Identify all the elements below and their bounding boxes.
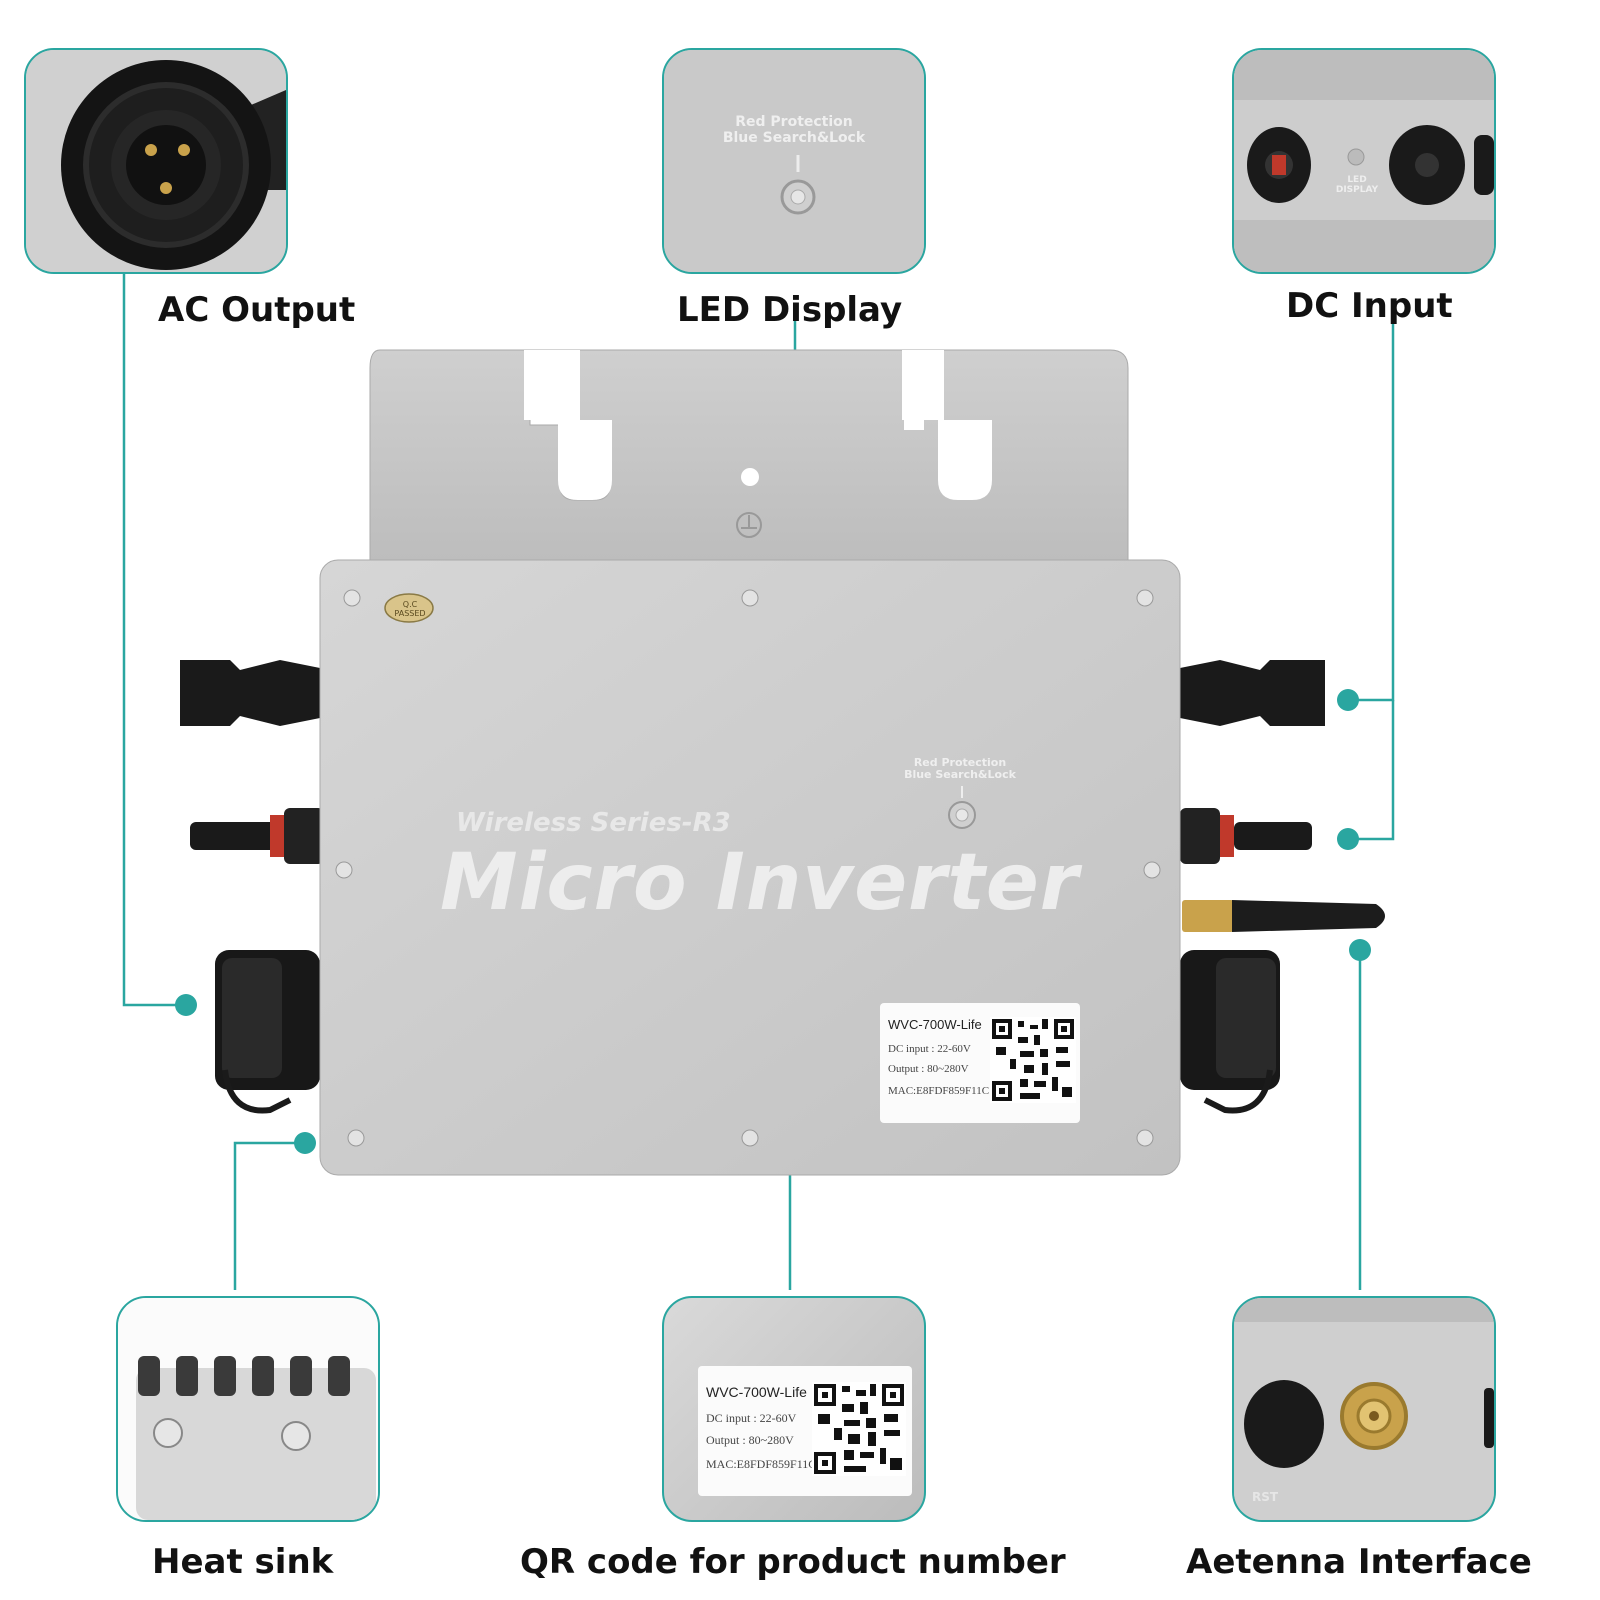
ac-output-callout [24, 48, 288, 274]
antenna-callout: RST [1232, 1296, 1496, 1522]
dc-input-connector-icon [1234, 50, 1494, 272]
ac-output-connector-icon [26, 50, 286, 272]
dc-input-dot-2 [1337, 828, 1359, 850]
left-connectors [180, 660, 324, 1114]
led-display-small-text: LED DISPLAY [1335, 175, 1379, 195]
mac-text: MAC:E8FDF859F11C [888, 1085, 990, 1097]
led-line-1: Red Protection [913, 756, 1007, 769]
right-connectors [1180, 660, 1385, 1114]
dc-input-text: DC input : 22-60V [888, 1043, 971, 1055]
heat-sink-callout [116, 1296, 380, 1522]
series-watermark: Wireless Series-R3 [456, 808, 731, 838]
antenna-dot [1349, 939, 1371, 961]
qc-badge: Q.C PASSED [394, 600, 426, 618]
qr-closeup-mac: MAC:E8FDF859F11C [706, 1457, 817, 1471]
product-label-sticker: WVC-700W-Life DC input : 22-60V Output :… [880, 1003, 1080, 1123]
dc-input-callout: LED DISPLAY [1232, 48, 1496, 274]
qr-closeup-model: WVC-700W-Life [706, 1384, 807, 1400]
heat-sink-dot [294, 1132, 316, 1154]
qr-closeup-sticker: WVC-700W-Life DC input : 22-60V Output :… [698, 1366, 912, 1496]
led-closeup-line-1: Red Protection [735, 114, 853, 130]
heat-sink-icon [118, 1298, 378, 1520]
qr-closeup-dc: DC input : 22-60V [706, 1411, 797, 1425]
qr-code-label: QR code for product number [520, 1542, 1066, 1582]
led-closeup-icon [664, 50, 924, 272]
antenna-connector-icon [1234, 1298, 1494, 1520]
led-display-label: LED Display [677, 290, 903, 330]
qr-code-callout: WVC-700W-Life DC input : 22-60V Output :… [662, 1296, 926, 1522]
led-protection-text: Red Protection Blue Search&Lock [880, 757, 1040, 781]
antenna-label: Aetenna Interface [1186, 1542, 1532, 1582]
led-closeup-line-2: Blue Search&Lock [722, 130, 866, 146]
output-text: Output : 80~280V [888, 1063, 969, 1075]
dc-input-dot-1 [1337, 689, 1359, 711]
led-display-callout: Red Protection Blue Search&Lock [662, 48, 926, 274]
qr-closeup-output: Output : 80~280V [706, 1433, 794, 1447]
qr-code [990, 1017, 1076, 1103]
rst-text: RST [1252, 1490, 1279, 1504]
dc-input-label: DC Input [1286, 286, 1453, 326]
ac-output-dot [175, 994, 197, 1016]
model-text: WVC-700W-Life [888, 1017, 982, 1032]
qr-closeup-code [812, 1382, 906, 1476]
heat-sink-label: Heat sink [152, 1542, 334, 1582]
led-closeup-text: Red Protection Blue Search&Lock [704, 114, 884, 146]
product-name-watermark: Micro Inverter [440, 838, 1080, 928]
led-line-2: Blue Search&Lock [904, 768, 1016, 781]
ac-output-label: AC Output [158, 290, 356, 330]
